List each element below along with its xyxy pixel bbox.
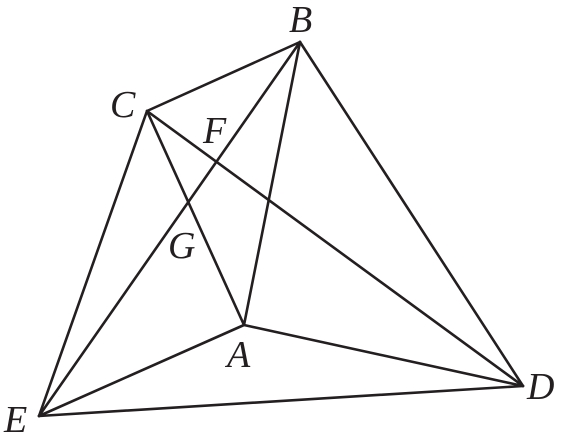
- segment-BE: [37, 40, 302, 418]
- segment-ED: [37, 384, 525, 418]
- segment-CE: [37, 109, 149, 418]
- segment-BA: [242, 40, 302, 327]
- segments-group: [37, 40, 525, 418]
- segment-BC: [145, 40, 302, 113]
- label-D: D: [526, 366, 554, 408]
- segment-AD: [242, 323, 525, 388]
- label-B: B: [289, 0, 312, 41]
- segment-AE: [37, 323, 246, 418]
- segment-CD: [145, 109, 525, 388]
- label-F: F: [202, 110, 227, 152]
- label-C: C: [110, 84, 136, 126]
- label-G: G: [168, 225, 195, 267]
- label-A: A: [224, 334, 251, 376]
- segment-BD: [298, 40, 525, 388]
- label-E: E: [3, 399, 27, 440]
- point-labels: B C F G A D E: [3, 0, 554, 440]
- segment-CA: [145, 109, 246, 327]
